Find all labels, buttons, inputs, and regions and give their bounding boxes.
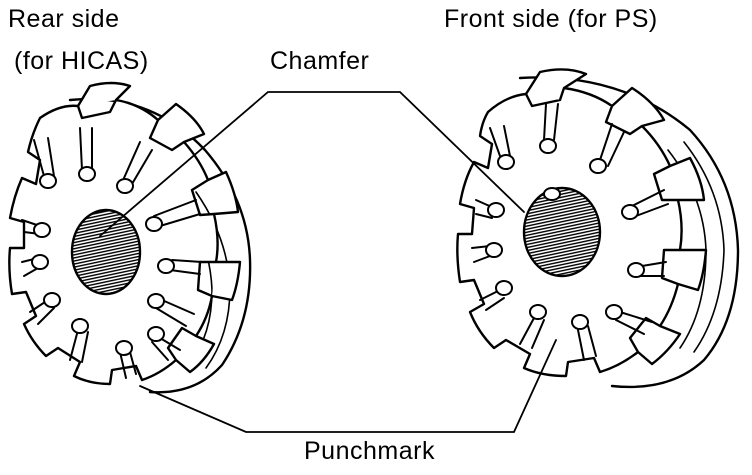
chamfer-leader	[99, 91, 525, 237]
front-side-label: Front side (for PS)	[444, 5, 658, 33]
front-hub-spline	[522, 186, 602, 278]
rear-hub-spline	[70, 208, 142, 296]
front-rotor	[456, 68, 740, 389]
rear-side-sub-label: (for HICAS)	[14, 47, 149, 75]
chamfer-label: Chamfer	[270, 47, 370, 75]
punchmark-leader	[139, 339, 557, 433]
leader-lines	[99, 91, 557, 433]
punchmark-label: Punchmark	[304, 437, 435, 465]
rear-rotor	[8, 81, 252, 394]
rear-side-label: Rear side	[8, 5, 120, 33]
